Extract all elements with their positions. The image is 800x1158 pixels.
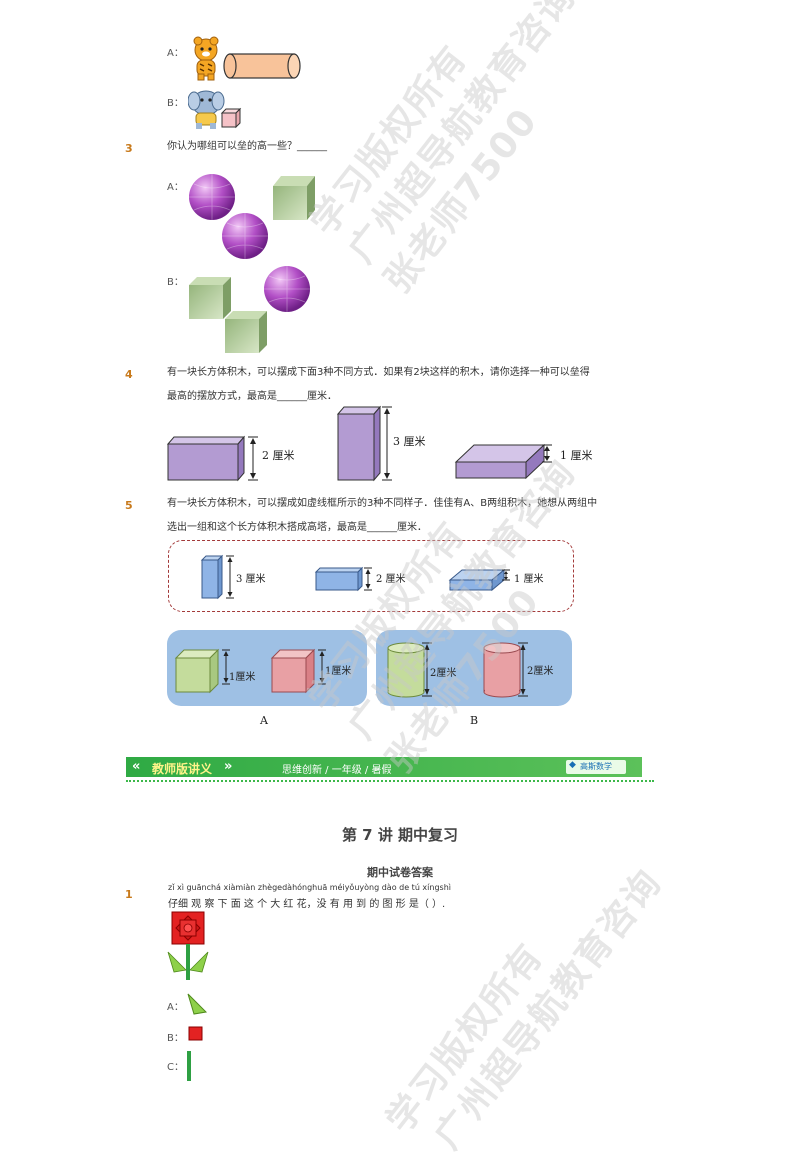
banner-dotted-rule <box>126 780 654 782</box>
teacher-edition-banner: « 教师版讲义 » 思维创新 / 一年级 / 暑假 ◆ 高斯数学 <box>126 757 642 777</box>
lesson-subtitle: 期中试卷答案 <box>367 866 433 879</box>
leaf-icon <box>189 951 209 973</box>
height-arrow-icon <box>222 649 230 685</box>
blue-block-lying <box>314 566 364 592</box>
red-square-icon <box>188 1026 203 1041</box>
red-cube-icon <box>270 648 316 694</box>
green-cylinder-icon <box>387 642 425 698</box>
logo-text: 高斯数学 <box>580 762 612 771</box>
lesson-title: 第 7 讲 期中复习 <box>341 826 459 844</box>
height-arrow-icon <box>318 649 326 685</box>
green-cube-icon <box>174 648 220 694</box>
height-label: 2 厘米 <box>376 574 406 585</box>
triangle-leaf-icon <box>187 993 208 1015</box>
height-label: 2厘米 <box>430 668 457 679</box>
q3-group-b-shapes <box>189 266 310 353</box>
tiger-with-cylinder-illustration <box>193 36 301 81</box>
a1-option-b-label: B： <box>167 1033 184 1044</box>
height-arrow-icon <box>226 555 234 599</box>
height-label: 1 厘米 <box>514 574 544 585</box>
watermark-text: 学习版权所有 <box>379 935 552 1141</box>
blue-block-flat <box>448 568 506 592</box>
question-number: 5 <box>125 499 133 512</box>
q3-group-a-shapes <box>189 174 315 259</box>
banner-title: 教师版讲义 <box>152 762 213 776</box>
chevron-left-icon: « <box>132 759 141 774</box>
height-label: 1厘米 <box>229 672 256 683</box>
height-label: 2厘米 <box>527 666 554 677</box>
big-red-flower-illustration <box>167 911 209 980</box>
height-arrow-icon <box>382 406 392 481</box>
height-label: 3 厘米 <box>393 435 426 448</box>
elephant-with-cube-illustration <box>188 90 242 129</box>
q3-option-b-label: B： <box>167 277 184 288</box>
question-text-line2: 最高的摆放方式，最高是______厘米． <box>167 391 337 402</box>
height-arrow-icon <box>542 444 552 463</box>
question-text: 你认为哪组可以垒的高一些？______ <box>167 141 327 152</box>
small-cube-icon <box>220 107 242 129</box>
question-number: 4 <box>125 368 133 381</box>
question-text: 仔细 观 察 下 面 这 个 大 红 花，没 有 用 到 的 图 形 是（ ）. <box>168 899 446 910</box>
q3-option-a-label: A： <box>167 182 184 193</box>
purple-block-standing <box>336 405 382 482</box>
cylinder-icon <box>223 53 301 79</box>
red-cylinder-icon <box>483 642 521 698</box>
question-number: 3 <box>125 142 133 155</box>
height-arrow-icon <box>502 569 510 581</box>
group-b-cylinders <box>387 642 528 698</box>
cube-icon <box>273 176 315 220</box>
q4-block-arrangements <box>166 405 552 482</box>
question-number: 1 <box>125 888 133 901</box>
question-text-line1: 有一块长方体积木，可以摆成下面3种不同方式．如果有2块这样的积木，请你选择一种可… <box>167 367 590 378</box>
blue-block-standing <box>200 554 224 600</box>
height-label: 1 厘米 <box>560 449 593 462</box>
height-arrow-icon <box>248 436 258 481</box>
q5-block-orientations <box>200 554 510 600</box>
a1-option-c-label: C： <box>167 1062 184 1073</box>
purple-block-flat <box>454 443 546 480</box>
logo-icon: ◆ <box>569 760 576 770</box>
watermark-text: 广州超导航教育咨询 <box>427 862 670 1157</box>
purple-block-lying <box>166 435 246 482</box>
q2-option-a-label: A： <box>167 48 184 59</box>
dashed-frame <box>168 540 574 612</box>
watermark-text: 广州超导航教育咨询 <box>341 0 584 271</box>
red-square-flower-icon <box>171 911 205 945</box>
question-text-line1: 有一块长方体积木，可以摆成如虚线框所示的3种不同样子．佳佳有A、B两组积木，她想… <box>167 498 598 509</box>
group-a-cubes <box>174 648 326 694</box>
chevron-right-icon: » <box>224 759 233 774</box>
height-label: 1厘米 <box>325 666 352 677</box>
a1-option-a-label: A： <box>167 1002 184 1013</box>
sphere-icon <box>222 213 268 259</box>
height-label: 2 厘米 <box>262 449 295 462</box>
height-arrow-icon <box>364 567 372 591</box>
height-label: 3 厘米 <box>236 574 266 585</box>
green-rectangle-icon <box>187 1051 191 1081</box>
group-a-caption: A <box>260 714 268 727</box>
elephant-icon <box>188 90 225 129</box>
stem-icon <box>186 944 190 980</box>
height-arrow-icon <box>422 642 432 697</box>
cube-icon <box>189 277 231 319</box>
cube-icon <box>225 311 267 353</box>
sphere-icon <box>264 266 310 312</box>
tiger-icon <box>193 36 219 81</box>
question-text-line2: 选出一组和这个长方体积木搭成高塔，最高是______厘米． <box>167 522 427 533</box>
height-arrow-icon <box>518 642 528 697</box>
q2-option-b-label: B： <box>167 98 184 109</box>
brand-logo: ◆ 高斯数学 <box>566 760 626 774</box>
pinyin-line: zǐ xì guānchá xiàmiàn zhègedàhónghuā méi… <box>168 883 451 892</box>
sphere-icon <box>189 174 235 220</box>
leaf-icon <box>167 951 187 973</box>
banner-breadcrumb: 思维创新 / 一年级 / 暑假 <box>282 765 392 776</box>
watermark-text: 张老师7500 <box>377 100 547 301</box>
group-b-caption: B <box>470 714 479 727</box>
